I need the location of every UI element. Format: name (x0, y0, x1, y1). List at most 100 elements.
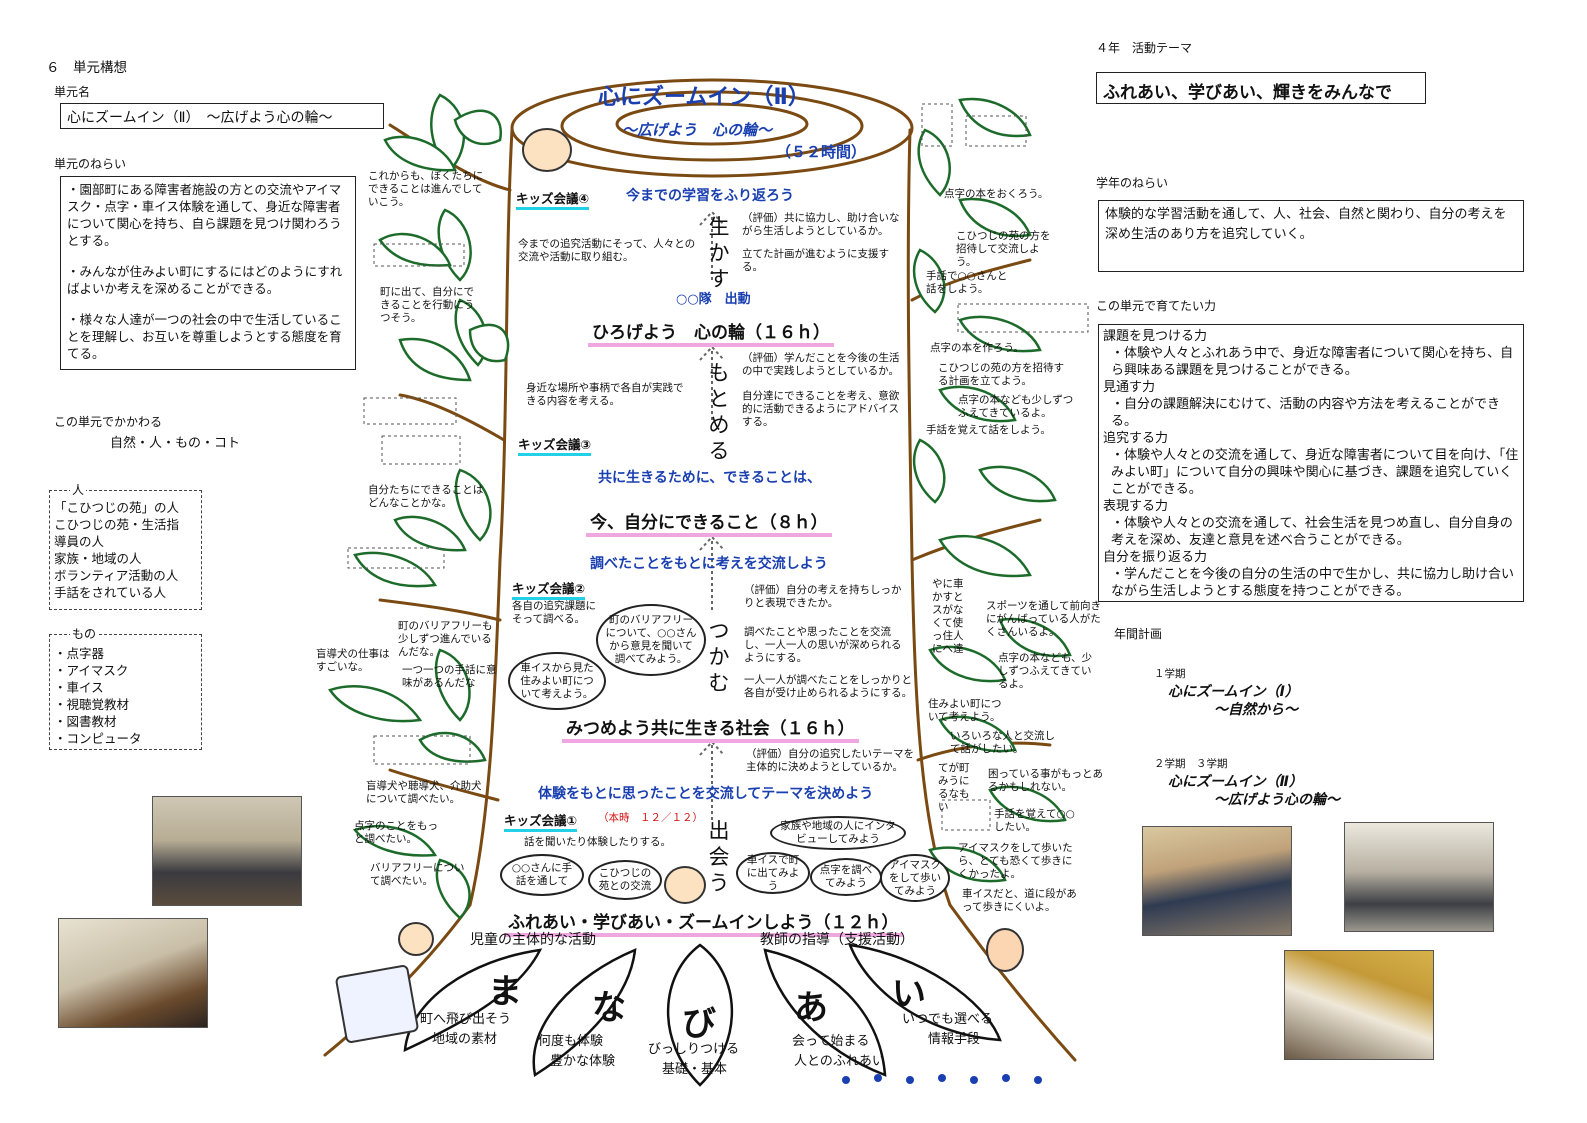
root-text: 町へ飛び出そう (420, 1012, 512, 1027)
idea-bubble: 家族や地域の人にインタビューしてみよう (770, 816, 906, 850)
things-item: ・視聴覚教材 (54, 697, 130, 712)
things-title: もの (70, 626, 99, 642)
ability-title: 自分を振り返る力 (1103, 550, 1208, 565)
tree-hours: （５２時間） (776, 143, 867, 161)
grade-aim-text: 体験的な学習活動を通して、人、社会、自然と関わり、自分の考えを深め生活のあり方を… (1105, 207, 1507, 242)
child-face-icon (398, 922, 434, 956)
theme-5: ○○隊 出動 (676, 292, 751, 307)
leaf-text-left: 町のバリアフリーも少しずつ進んでいるんだな。 (398, 620, 493, 658)
teacher-face-icon (986, 928, 1024, 972)
label-teacher-support: 教師の指導（支援活動） (760, 932, 914, 948)
stage-label-tsukamu: つかむ (708, 619, 730, 695)
boy-face-icon (664, 866, 706, 904)
root-leaf-shape (532, 948, 637, 1078)
kids-meeting-2: キッズ会議② (512, 578, 586, 600)
things-item: ・図書教材 (54, 714, 117, 729)
girl-face-icon (522, 128, 572, 172)
grade-theme-label: ４年 活動テーマ (1096, 41, 1193, 55)
leaf-text-left: 盲導犬や聴導犬、介助犬について調べたい。 (366, 780, 482, 805)
wheelchair-photo (1344, 822, 1494, 932)
aim-item: ・みんなが住みよい町にするにはどのようにすればよいか考えを深めることができる。 (67, 264, 343, 296)
aims-label: 単元のねらい (54, 157, 127, 171)
root-leaf-shape (763, 948, 887, 1077)
section-heading: ６ 単元構想 (46, 60, 127, 76)
activity-kenkyu: 各自の追究課題にそって調べる。 (512, 600, 596, 625)
grade-aim-label: 学年のねらい (1096, 176, 1169, 190)
eval-3: （評価）学んだことを今後の生活の中で実践しようとしているか。 (742, 352, 900, 377)
ability-desc: ・学んだことを今後の自分の生活の中で生かし、共に協力し助け合いながら生活しようと… (1111, 567, 1515, 599)
people-item: 手話をされている人 (54, 585, 167, 600)
leaf-text-right: こひつじの苑の方を招待する計画を立てよう。 (938, 362, 1064, 387)
term23-title: 心にズームイン（Ⅱ） (1168, 774, 1303, 790)
teacher-keikaku: 立てた計画が進むように支援する。 (742, 248, 889, 273)
things-item: ・アイマスク (54, 663, 129, 678)
things-item: ・車イス (54, 680, 104, 695)
eval-2: （評価）自分の考えを持ちしっかりと表現できたか。 (744, 584, 902, 609)
student-photo (58, 918, 208, 1028)
things-item: ・点字器 (54, 646, 105, 661)
eval-1: （評価）自分の追究したいテーマを主体的に決めようとしているか。 (746, 748, 914, 773)
ability-desc: ・自分の課題解決にむけて、活動の内容や方法を考えることができる。 (1111, 397, 1500, 429)
things-box: もの ・点字器 ・アイマスク ・車イス ・視聴覚教材 ・図書教材 ・コンピュータ (49, 626, 202, 750)
unit-name-label: 単元名 (54, 85, 91, 99)
people-item: こひつじの苑・生活指 (54, 517, 180, 532)
leaf-text-right: アイマスクをして歩いたら、とても恐くて歩きにくかったよ。 (958, 842, 1073, 880)
root-leaf-shape (666, 943, 734, 1087)
term23-label: ２学期 ３学期 (1154, 758, 1228, 770)
term1-subtitle: ～自然から～ (1214, 702, 1298, 718)
leaf-text-right: 手話で○○さんと話をしよう。 (926, 270, 1008, 295)
root-text: 情報手段 (928, 1032, 981, 1047)
root-char: あ (794, 988, 828, 1028)
ability-title: 見通す力 (1103, 380, 1156, 395)
root-char: な (592, 988, 626, 1028)
root-text: 何度も体験 (538, 1034, 604, 1049)
stage-label-motomeru: もとめる (708, 361, 730, 463)
idea-bubble: こひつじの苑との交流 (588, 860, 662, 900)
grade-theme: ふれあい、学びあい、輝きをみんなで (1103, 83, 1392, 103)
stage-4: ひろげよう 心の輪（１６ｈ） (588, 318, 834, 347)
idea-bubble: ○○さんに手話を通して (500, 854, 584, 896)
idea-bubble: アイマスクをして歩いてみよう (880, 854, 950, 902)
abilities-box: 課題を見つける力 ・体験や人々とふれあう中で、身近な障害者について関心を持ち、自… (1098, 324, 1524, 602)
term1-label: １学期 (1154, 668, 1186, 680)
activity-mijika: 身近な場所や事柄で各自が実践できる内容を考える。 (526, 382, 684, 407)
teacher-hitori: 一人一人が調べたことをしっかりと各自が受け止められるようにする。 (744, 674, 913, 699)
unit-name: 心にズームイン（Ⅱ） ～広げよう心の輪～ (67, 110, 333, 126)
ability-title: 追究する力 (1103, 431, 1169, 446)
stage-label-ikasu: 生かす (708, 215, 730, 291)
kids-meeting-1: キッズ会議① (504, 810, 578, 832)
people-box: 人 「こひつじの苑」の人 こひつじの苑・生活指 導員の人 家族・地域の人 ボラン… (49, 482, 202, 610)
leaf-text-right: スポーツを通して前向きにがんばっている人がたくさんいるよ。 (986, 600, 1101, 638)
people-item: 「こひつじの苑」の人 (54, 500, 180, 515)
people-item: ボランティア活動の人 (54, 568, 179, 583)
leaf-text-right: 手話を覚えて話をしよう。 (926, 424, 1051, 436)
idea-bubble: 車イスから見た住みよい町について考えよう。 (508, 652, 606, 710)
grade-aim-box: 体験的な学習活動を通して、人、社会、自然と関わり、自分の考えを深め生活のあり方を… (1098, 200, 1524, 272)
ability-title: 課題を見つける力 (1103, 329, 1208, 344)
leaf-text-left: 自分たちにできることはどんなことかな。 (368, 484, 484, 509)
root-leaf-shape (848, 943, 1002, 1042)
leaf-text-right: 点字の本なども少しずつふえてきているよ。 (958, 394, 1074, 419)
classroom-photo (152, 796, 302, 906)
leaf-text-left: 盲導犬の仕事はすごいな。 (316, 648, 390, 673)
root-text: びっしりつける (648, 1042, 740, 1057)
root-text: 人とのふれあい (794, 1054, 885, 1069)
activity-kiku: 話を聞いたり体験したりする。 (524, 836, 671, 848)
leaf-text-right: 点字の本をおくろう。 (944, 188, 1049, 200)
label-child-activity: 児童の主体的な活動 (470, 932, 596, 948)
idea-bubble: 町のバリアフリーについて、○○さんから意見を聞いて調べてみよう。 (596, 604, 706, 676)
theme-2: 調べたことをもとに考えを交流しよう (590, 556, 828, 572)
idea-bubble: 点字を調べてみよう (810, 858, 882, 896)
aim-item: ・様々な人達が一つの社会の中で生活していることを理解し、お互いを尊重しようとする… (67, 312, 342, 361)
leaf-text-right: 困っている事がもっとあるかもしれない。 (988, 768, 1103, 793)
theme-1: 体験をもとに思ったことを交流してテーマを決めよう (538, 786, 874, 802)
people-item: 導員の人 (54, 534, 105, 549)
stage-1: ふれあい・学びあい・ズームインしよう（１２ｈ） (504, 908, 903, 937)
braille-photo (1284, 950, 1434, 1060)
eval-4: （評価）共に協力し、助け合いながら生活しようとしているか。 (742, 212, 900, 237)
root-text: いつでも選べる (902, 1012, 994, 1027)
people-item: 家族・地域の人 (54, 551, 142, 566)
ability-desc: ・体験や人々との交流を通して、社会生活を見つめ直し、自分自身の考えを深め、友達と… (1111, 516, 1513, 548)
current-lesson-note: （本時 １２／１２） (598, 812, 703, 824)
